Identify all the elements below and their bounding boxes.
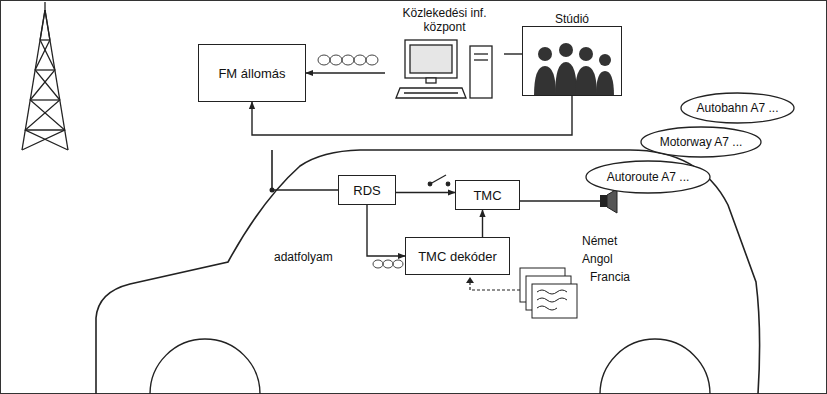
switch-lever: [430, 175, 446, 184]
edge-label: adatfolyam: [272, 250, 335, 264]
card-scribble: [537, 290, 567, 310]
node-text: TMC dekóder: [418, 249, 497, 264]
node-text: TMC: [473, 188, 501, 203]
studio-frame: [522, 26, 622, 96]
card: [532, 284, 577, 318]
arrowhead: [466, 277, 474, 283]
antenna-wire: [272, 189, 338, 190]
node-text: Motorway A7 ...: [660, 135, 743, 149]
process-box: TMC: [455, 180, 520, 210]
switch-contact: [446, 182, 450, 186]
connector: [504, 53, 522, 54]
drive-slot: [474, 59, 488, 60]
language-label: Német: [582, 234, 617, 248]
keyboard: [396, 88, 466, 98]
speech-bubble: Autoroute A7 ...: [585, 160, 711, 194]
computer-icon: [396, 40, 492, 98]
stream-loop: [354, 55, 366, 65]
data-stream: [373, 260, 403, 268]
stream-loop: [330, 55, 342, 65]
language-label: Francia: [590, 270, 630, 284]
language-cards: [520, 268, 577, 318]
stream-loop: [393, 260, 403, 268]
car-outline: [96, 150, 760, 394]
tower-bar: [40, 39, 50, 40]
node-text: Autobahn A7 ...: [696, 101, 778, 115]
data-stream: [318, 55, 378, 65]
tower-bar: [35, 69, 55, 70]
monitor: [405, 40, 457, 78]
connector: [482, 210, 483, 237]
language-label: Angol: [582, 252, 613, 266]
speech-bubble: Motorway A7 ...: [640, 126, 762, 158]
node-text: FM állomás: [218, 66, 285, 81]
stream-loop: [373, 260, 383, 268]
process-box: FM állomás: [198, 44, 306, 102]
process-box: RDS: [338, 175, 396, 205]
stream-loop: [318, 55, 330, 65]
speaker-wire: [520, 200, 600, 201]
junction-dot: [270, 188, 275, 193]
person-body: [555, 62, 577, 96]
drive-slot: [474, 53, 488, 54]
keyboard-row: [404, 92, 458, 93]
person-head: [538, 47, 552, 61]
stream-loop: [366, 55, 378, 65]
dashed-feed: [470, 279, 520, 290]
process-box: TMC dekóder: [405, 237, 510, 275]
node-text: RDS: [353, 183, 380, 198]
studio-box: Stúdió: [522, 12, 622, 96]
car-antenna: [271, 150, 273, 190]
bubble-ellipse: [586, 161, 710, 193]
wheel-arch: [600, 339, 710, 394]
connector: [367, 205, 405, 256]
tower-mast: [44, 2, 45, 10]
node-text: Közlekedési inf. központ: [385, 6, 504, 34]
bubble-ellipse: [641, 127, 761, 157]
stream-loop: [342, 55, 354, 65]
studio-people: [534, 43, 614, 96]
person-head: [559, 43, 573, 57]
wheel-arch: [150, 339, 260, 394]
bubble-ellipse: [681, 93, 794, 123]
computer-node: Közlekedési inf. központ: [385, 6, 504, 102]
tower-bar: [25, 129, 64, 130]
tower-brace: [22, 10, 65, 150]
stream-loop: [383, 260, 393, 268]
speech-bubble: Autobahn A7 ...: [680, 92, 795, 124]
speaker-cone: [607, 189, 617, 213]
node-text: Autoroute A7 ...: [607, 170, 690, 184]
pc-case: [470, 46, 492, 98]
speaker-body: [600, 195, 607, 207]
person-body: [596, 71, 614, 96]
node-text: Stúdió: [555, 12, 589, 26]
connector: [306, 72, 385, 73]
person-head: [599, 54, 611, 66]
screen: [410, 45, 452, 73]
connector: [396, 192, 455, 193]
person-body: [575, 66, 597, 96]
tower-bar: [30, 99, 60, 100]
monitor-stand: [426, 78, 436, 83]
person-head: [579, 47, 593, 61]
person-body: [534, 66, 556, 96]
radio-tower: [22, 2, 68, 150]
switch-symbol: [428, 175, 450, 186]
